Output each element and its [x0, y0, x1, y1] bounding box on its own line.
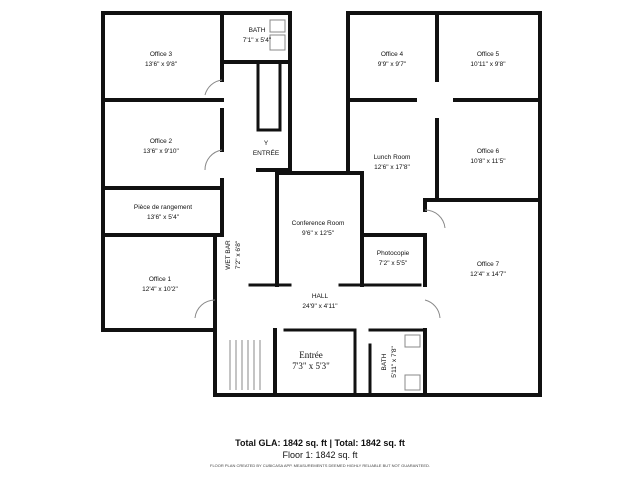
room-hall: HALL 24'9" x 4'11" [302, 292, 337, 312]
toilet-icon [269, 19, 286, 33]
disclaimer: FLOOR PLAN CREATED BY CUBICASA APP. MEAS… [210, 463, 430, 468]
room-name: WET BAR [225, 240, 232, 270]
total-area: Total GLA: 1842 sq. ft | Total: 1842 sq.… [235, 438, 405, 448]
room-dims: 7'1" x 5'4" [242, 37, 272, 44]
door-swing [204, 149, 223, 171]
room-name: Pièce de rangement [133, 204, 193, 211]
room-dims: 13'6" x 5'4" [146, 214, 180, 221]
room-name: Y [263, 140, 269, 147]
room-name: Photocopie [376, 250, 410, 257]
wall [101, 11, 292, 172]
floor-area: Floor 1: 1842 sq. ft [282, 450, 358, 460]
room-dims: 13'6" x 9'8" [144, 61, 178, 68]
room-office-5: Office 5 10'11" x 9'8" [470, 50, 505, 70]
room-name: Lunch Room [373, 154, 411, 161]
room-dims: 5'11" x 7'8" [391, 346, 398, 378]
room-storage: Pièce de rangement 13'6" x 5'4" [134, 203, 192, 223]
room-name: Office 1 [148, 276, 172, 283]
room-name: Entrée [299, 350, 323, 360]
wall [273, 328, 432, 397]
room-name: Office 4 [380, 51, 404, 58]
room-dims: 7'3" x 5'3" [292, 361, 330, 371]
toilet-icon [404, 374, 421, 391]
room-name: Office 5 [476, 51, 500, 58]
room-bath-1: BATH 7'1" x 5'4" [243, 26, 271, 46]
room-entree-y: Y ENTRÉE [253, 139, 279, 159]
door-swing [204, 79, 223, 96]
room-dims: 10'11" x 9'8" [470, 61, 506, 68]
room-dims: 9'9" x 9'7" [377, 61, 407, 68]
wall [275, 171, 364, 287]
door-swing [424, 209, 446, 229]
room-name: Office 3 [149, 51, 173, 58]
wall [213, 328, 277, 397]
room-photocopie: Photocopie 7'2" x 5'5" [377, 249, 410, 269]
room-office-6: Office 6 10'8" x 11'5" [470, 147, 505, 167]
door-swing [424, 299, 441, 319]
wall [353, 328, 372, 397]
room-dims: 7'2" x 6'8" [235, 240, 242, 270]
room-dims: 12'4" x 10'2" [142, 286, 178, 293]
room-name: HALL [311, 293, 329, 300]
room-dims: 9'6" x 12'5" [301, 230, 335, 237]
room-dims: 7'2" x 5'5" [378, 260, 408, 267]
wall [346, 11, 542, 397]
wall [256, 60, 282, 132]
room-name: BATH [381, 353, 388, 371]
room-office-4: Office 4 9'9" x 9'7" [378, 50, 406, 70]
room-dims: ENTRÉE [252, 150, 280, 157]
wall [101, 11, 217, 332]
room-conference: Conference Room 9'6" x 12'5" [292, 219, 345, 239]
room-dims: 12'4" x 14'7" [470, 271, 506, 278]
sink-icon [404, 334, 421, 348]
room-lunch: Lunch Room 12'6" x 17'8" [374, 153, 411, 173]
sink-icon [269, 34, 286, 51]
room-office-3: Office 3 13'6" x 9'8" [145, 50, 177, 70]
room-name: Office 6 [476, 148, 500, 155]
room-dims: 10'8" x 11'5" [470, 158, 506, 165]
room-dims: 13'6" x 9'10" [143, 148, 179, 155]
room-name: Office 7 [476, 261, 500, 268]
stairs [229, 340, 261, 390]
room-name: Office 2 [149, 138, 173, 145]
room-dims: 12'6" x 17'8" [374, 164, 410, 171]
room-office-1: Office 1 12'4" x 10'2" [142, 275, 178, 295]
door-swing [194, 299, 216, 319]
room-name: Conference Room [291, 220, 345, 227]
room-office-7: Office 7 12'4" x 14'7" [470, 260, 506, 280]
room-name: BATH [248, 27, 266, 34]
room-dims: 24'9" x 4'11" [302, 303, 338, 310]
room-office-2: Office 2 13'6" x 9'10" [143, 137, 179, 157]
